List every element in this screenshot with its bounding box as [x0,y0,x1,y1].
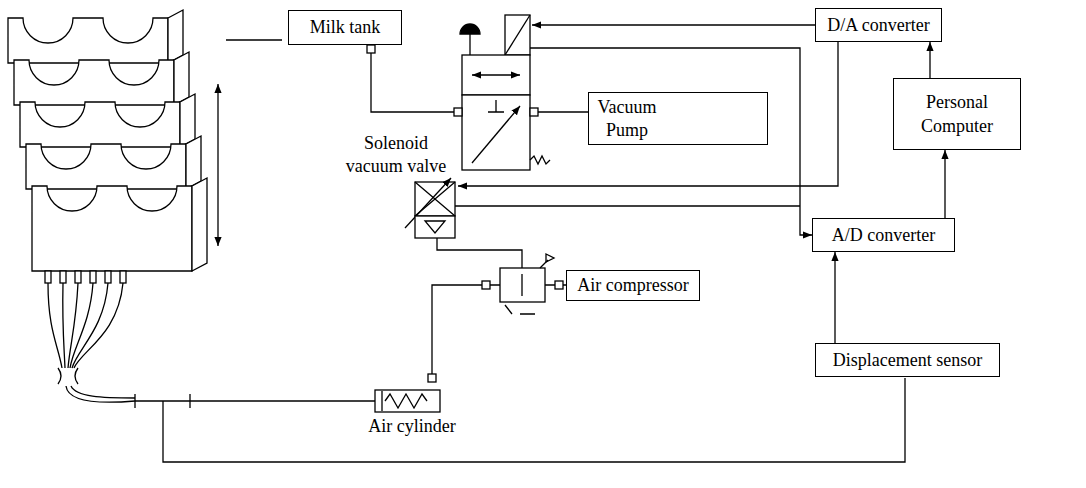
air-cylinder-symbol [190,285,482,412]
regulator-symbol [482,281,490,289]
teat-cup-holder-illustration [120,271,126,283]
signal-arrow [834,252,835,343]
solenoid-valve-symbol [469,34,470,55]
solenoid-valve-symbol [472,74,520,75]
pipe [226,39,282,40]
solenoid-valve-symbol [462,55,530,95]
break-mark [58,368,61,384]
pipe [371,53,454,112]
solenoid-valve-symbol [505,15,530,55]
regulator-symbol [482,254,567,314]
solenoid-valve-symbol [472,106,520,163]
teat-cup-holder-illustration [8,18,168,63]
milk-tubes [70,283,93,368]
teat-cup-holder-illustration [174,52,189,105]
milk-tubes [66,386,135,402]
solenoid-valve-symbol [454,108,462,116]
device-box: Vacuum Pump [588,92,768,145]
device-box: A/D converter [812,218,955,252]
signal-line [530,48,812,235]
device-box: Air compressor [566,270,700,301]
teat-cup-holder-illustration [90,271,96,283]
regulator-symbol [546,254,554,262]
device-box: Personal Computer [893,78,1021,150]
regulator-symbol [521,274,522,296]
air-cylinder-symbol [375,390,440,412]
air-cylinder-symbol [432,285,482,374]
regulator-symbol [505,305,535,314]
signal-arrow [944,150,945,218]
pipe [367,45,375,53]
milk-tubes [71,386,135,398]
box-label: Vacuum Pump [591,96,663,141]
milk-tubes [72,283,108,368]
pipe [226,40,588,112]
part-label: Air cylinder [362,415,462,438]
solenoid-valve-symbol [460,24,480,34]
regulator-symbol [500,268,545,302]
solenoid-valve-symbol [454,15,550,170]
teat-cup-holder-illustration [32,186,192,271]
device-box: D/A converter [815,8,942,42]
air-cylinder-symbol [428,374,436,382]
displacement-bracket [163,378,905,462]
lift-direction-arrow [217,84,218,246]
break-mark [75,368,78,384]
proportional-valve-symbol [415,216,455,238]
box-label: Displacement sensor [833,349,982,372]
signal-arrow [929,42,930,78]
solenoid-valve-symbol [462,95,530,170]
box-label: Personal Computer [902,90,1012,139]
teat-cup-holder-illustration [20,102,180,147]
teat-cup-holder-illustration [45,271,51,283]
air-cylinder-symbol [381,391,382,411]
box-label: Air compressor [577,274,688,297]
teat-cup-holder-illustration [75,271,81,283]
signal-line [455,25,838,235]
box-label: D/A converter [827,14,929,37]
proportional-valve-symbol [425,221,445,233]
milk-tubes [74,283,123,368]
device-box: Milk tank [288,10,402,45]
signal-line [532,24,815,25]
signal-line [458,42,838,186]
part-label-text: Air cylinder [368,416,455,436]
air-cylinder-symbol [385,394,427,408]
teat-cup-holder-illustration [26,144,186,189]
box-label: A/D converter [832,224,935,247]
milk-tubes [63,283,65,368]
teat-cup-holder-illustration [180,94,195,147]
proportional-valve-symbol [437,238,522,268]
regulator-symbol [490,284,567,285]
displacement-bracket [135,378,905,462]
teat-cup-holder-illustration [186,136,201,189]
solenoid-valve-symbol [530,108,538,116]
pipe [538,111,588,112]
signal-line [455,205,800,206]
air-cylinder-symbol [190,400,375,401]
teat-cup-holder-illustration [105,271,111,283]
regulator-symbol [555,281,563,289]
lift-direction-arrow [217,84,218,246]
teat-cup-holder-illustration [168,10,183,63]
teat-cup-holder-illustration [192,178,207,271]
solenoid-valve-symbol [530,156,550,164]
solenoid-valve-symbol [505,15,530,55]
part-label-text: Solenoid vacuum valve [346,133,446,176]
device-box: Displacement sensor [815,343,1000,377]
box-label: Milk tank [310,16,381,39]
teat-cup-holder-illustration [14,60,174,105]
teat-cup-holder-illustration [60,271,66,283]
solenoid-valve-symbol [488,100,504,112]
proportional-valve-symbol [405,178,522,268]
milk-tubes [48,283,62,368]
milk-tubes [48,283,135,402]
teat-cup-holder-illustration [8,10,207,283]
part-label: Solenoid vacuum valve [335,132,457,179]
